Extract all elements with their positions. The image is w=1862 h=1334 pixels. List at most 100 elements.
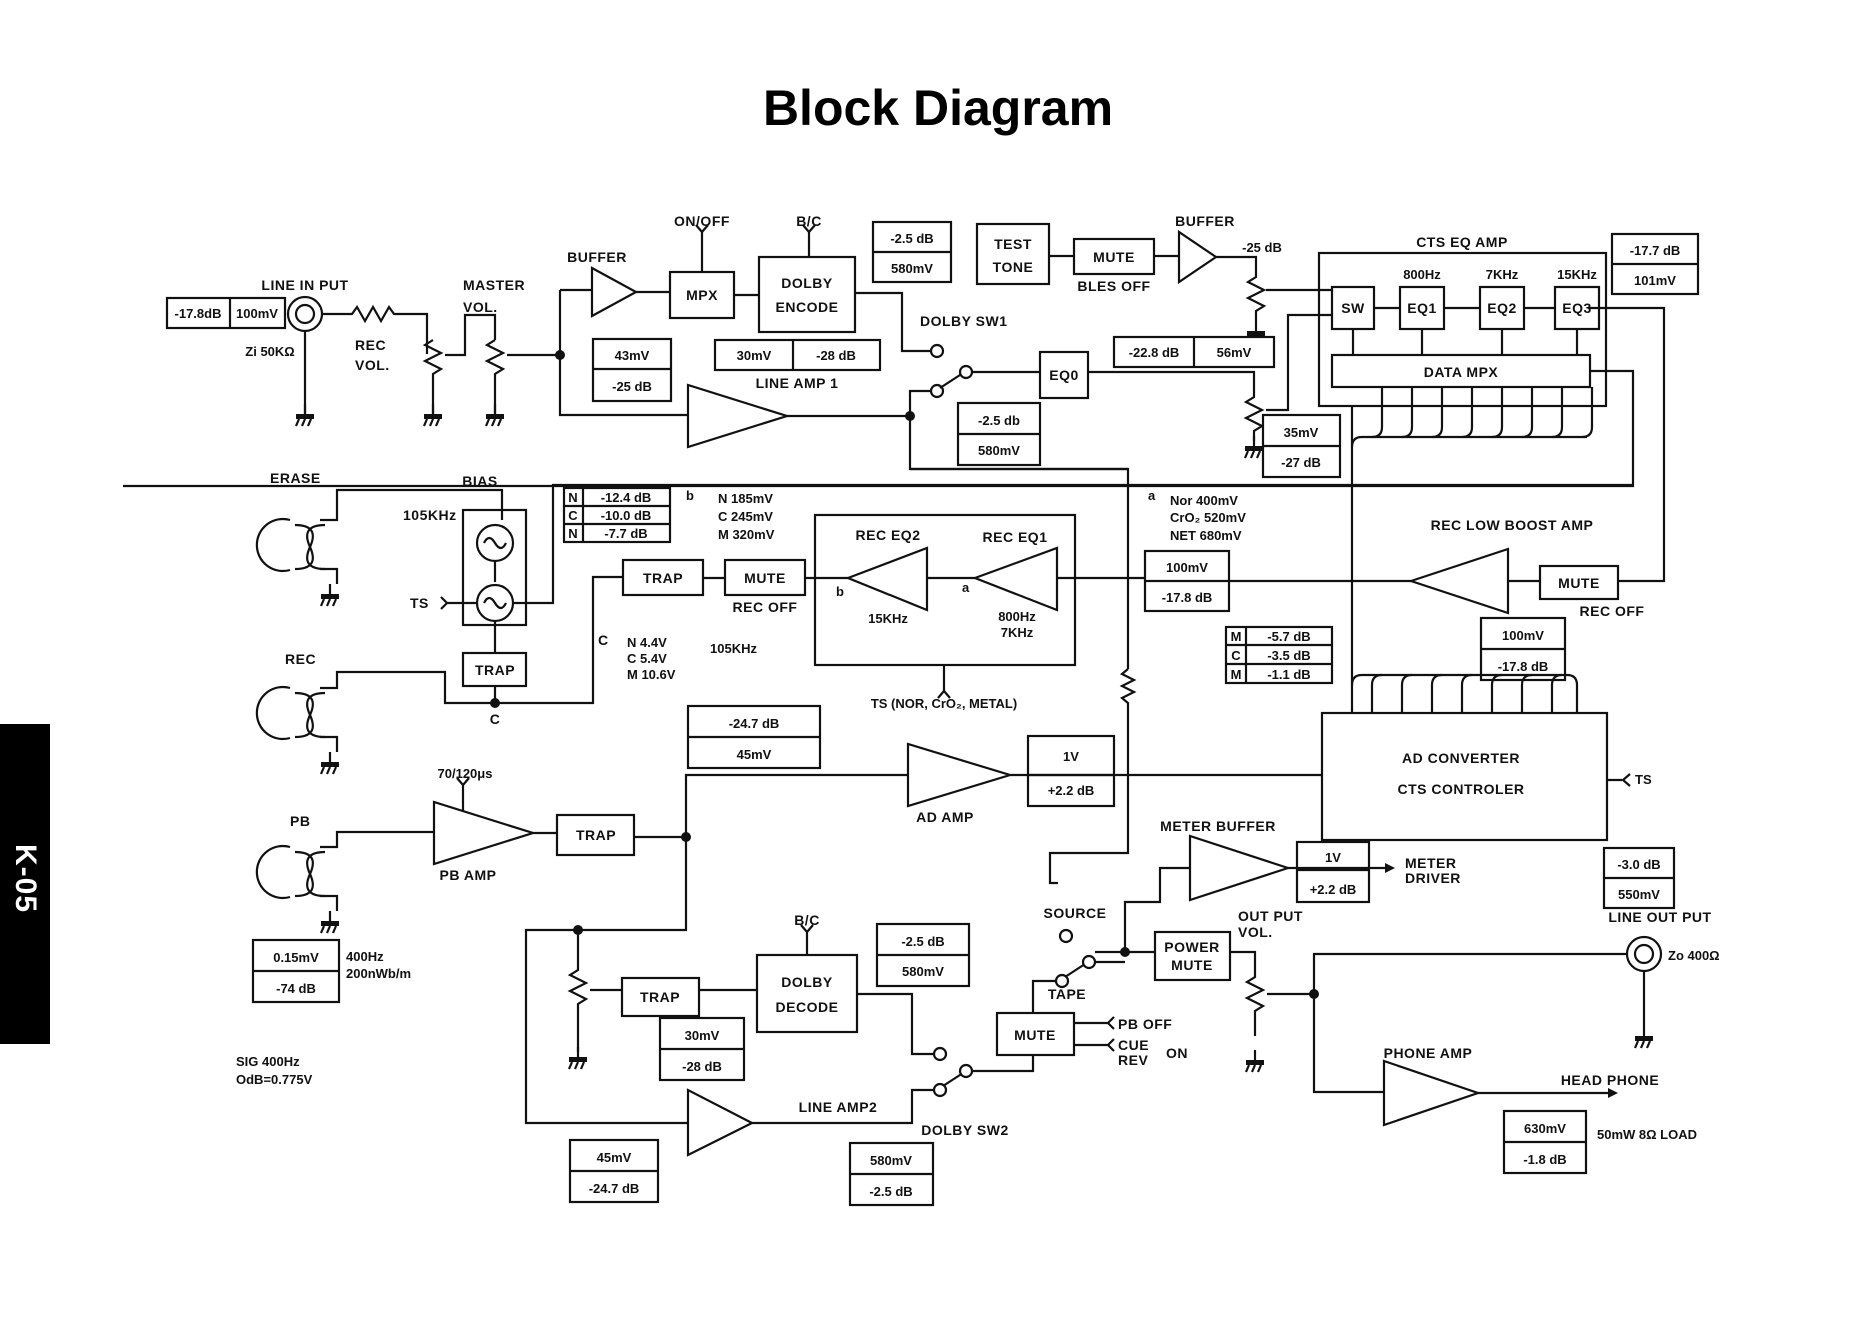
rec-eq1-tag: a [962,580,970,595]
ad-bus-line [1520,673,1533,713]
line-out-jack-icon [1625,935,1663,973]
rec-trap-block [621,558,705,597]
page-title: Block Diagram [763,80,1113,136]
cts-eq-amp-label: CTS EQ AMP [1416,234,1508,250]
bias-mv-c: C 245mV [718,509,773,524]
rec-head-icon [255,685,326,741]
mute-on-label: ON [1166,1045,1188,1061]
line-input-db: -17.8dB [175,306,222,321]
data-bus-line [1521,387,1534,439]
meter-buffer-icon [1188,834,1292,902]
line-input-label: LINE IN PUT [261,277,348,293]
line-amp2-label: LINE AMP2 [799,1099,878,1115]
line-input-section: LINE IN PUT -17.8dB 100mV Zi 50KΩ REC VO… [165,277,565,428]
line-input-impedance: Zi 50KΩ [245,344,294,359]
pb-mv: 0.15mV [273,950,319,965]
test-tone-label-1: TEST [994,236,1032,252]
bias-table-type: C [568,508,578,523]
line-amp2-db: -24.7 dB [589,1181,640,1196]
cts-eq-freq-3: 15KHz [1557,267,1597,282]
decode-trap-label: TRAP [640,989,680,1005]
mc-level-table: M-5.7 dBC-3.5 dBM-1.1 dB [1224,625,1334,685]
line-amp1-mv: 30mV [737,348,772,363]
rec-eq2-tag: b [836,584,844,599]
phone-amp-label: PHONE AMP [1384,1045,1473,1061]
cts-sw-label: SW [1341,300,1365,316]
pb-db: -74 dB [276,981,316,996]
bias-label: BIAS [462,473,497,489]
line-input-level-box [165,296,287,330]
sw1-db: -2.5 db [978,413,1020,428]
buffer2-level: -25 dB [1242,240,1282,255]
eq0-db: -22.8 dB [1129,345,1180,360]
pb-off-label: PB OFF [1118,1016,1172,1032]
data-bus-line [1371,387,1384,439]
eq0-block [1038,350,1090,400]
ad-ts-label: TS [1635,772,1652,787]
pb-amp-icon [432,800,537,866]
ad-bus-line [1460,673,1473,713]
mute-rec-block [723,558,807,597]
decode-db: -2.5 dB [901,934,944,949]
dolby-decode-label-1: DOLBY [781,974,833,990]
ad-bus-line [1400,673,1413,713]
line-out-db: -3.0 dB [1617,857,1660,872]
power-mute-block [1153,930,1232,982]
meter-buffer-level-box [1295,840,1371,904]
mc-table-db: -5.7 dB [1267,629,1310,644]
sw1-mv: 580mV [978,443,1020,458]
mpx-control-label: ON/OFF [674,213,730,229]
rec-head-label: REC [285,651,316,667]
buffer-in-db: -25 dB [612,379,652,394]
phone-amp-load: 50mW 8Ω LOAD [1597,1127,1697,1142]
ad-converter-label: AD CONVERTER [1402,750,1520,766]
bias-mv-n: N 185mV [718,491,773,506]
data-bus-line [1581,387,1594,439]
erase-head-label: ERASE [270,470,321,486]
ad-amp-v: 1V [1063,749,1079,764]
power-mute-label-1: POWER [1164,939,1219,955]
rec-low-boost-label: REC LOW BOOST AMP [1431,517,1594,533]
rec-volt-m: M 10.6V [627,667,676,682]
ts-select-label: TS (NOR, CrO₂, METAL) [871,696,1017,711]
data-bus-line [1431,387,1444,439]
pot-mv: 35mV [1284,425,1319,440]
cts-eq-block-1 [1398,285,1446,331]
power-mute-label-2: MUTE [1171,957,1213,973]
cts-eq-label-1: EQ1 [1407,300,1437,316]
ad-in-db: -24.7 dB [729,716,780,731]
a-level-nor: Nor 400mV [1170,493,1238,508]
tape-label: TAPE [1048,986,1086,1002]
cts-eq-amp-frame [1317,251,1608,408]
test-tone-label-2: TONE [993,259,1034,275]
ad-amp-label: AD AMP [916,809,974,825]
decode-in-mv: 30mV [685,1028,720,1043]
master-vol-label-1: MASTER [463,277,525,293]
rec-low-boost-db: -17.8 dB [1498,659,1549,674]
cts-out-db: -17.7 dB [1630,243,1681,258]
pb-amp-control: 70/120μs [438,766,493,781]
bias-table-db: -7.7 dB [604,526,647,541]
line-input-mv: 100mV [236,306,278,321]
rec-bias-freq: 105KHz [710,641,757,656]
buffer2-icon [1177,229,1218,285]
dolby-decode-label-2: DECODE [776,999,839,1015]
rec-eq-in-db: -17.8 dB [1162,590,1213,605]
bias-table-type: N [568,490,577,505]
pb-head-icon [255,844,326,900]
mc-table-db: -1.1 dB [1267,667,1310,682]
cts-eq-freq-1: 800Hz [1403,267,1441,282]
cue-label: CUE [1118,1037,1149,1053]
line-out-label: LINE OUT PUT [1608,909,1711,925]
cts-out-mv: 101mV [1634,273,1676,288]
a-tag: a [1148,488,1156,503]
cts-eq-label-2: EQ2 [1487,300,1517,316]
ad-amp-icon [906,742,1014,808]
pb-note-flux: 200nWb/m [346,966,411,981]
data-mpx-label: DATA MPX [1424,364,1499,380]
pb-trap-label: TRAP [576,827,616,843]
ad-bus-line [1490,673,1503,713]
line-amp1-level-box [713,338,882,372]
line-amp1-icon [686,383,791,449]
phone-amp-db: -1.8 dB [1523,1152,1566,1167]
